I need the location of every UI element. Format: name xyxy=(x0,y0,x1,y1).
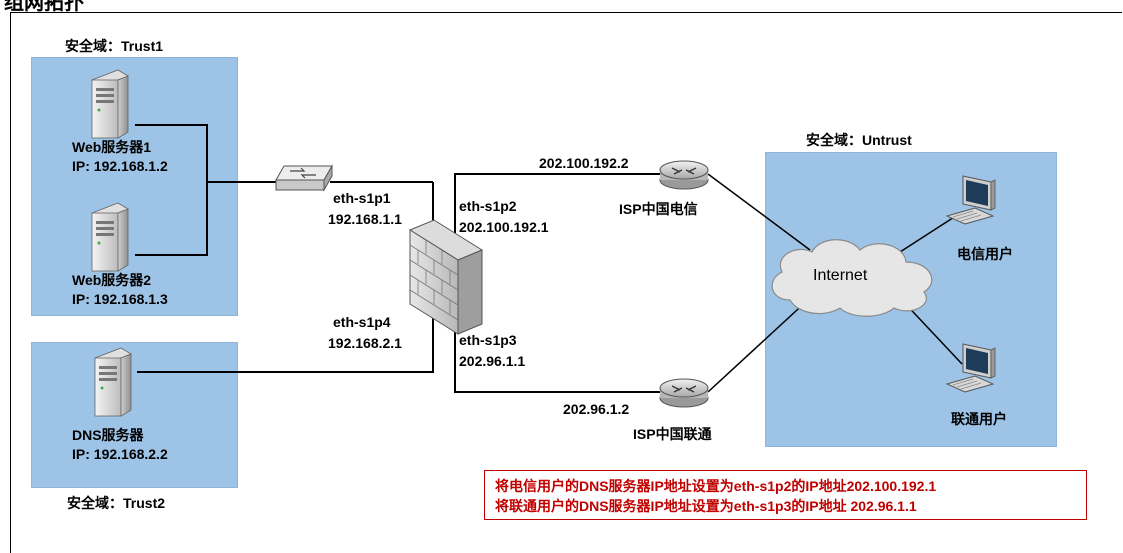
zone-trust2-label: 安全域：Trust2 xyxy=(67,495,166,511)
port-p4-name: eth-s1p4 xyxy=(333,314,391,330)
port-p2-name: eth-s1p2 xyxy=(459,198,517,214)
unicom-isp-name: ISP中国联通 xyxy=(633,426,712,442)
router-icon xyxy=(659,378,709,408)
note-line-telecom: 将电信用户的DNS服务器IP地址设置为eth-s1p2的IP地址202.100.… xyxy=(495,478,937,494)
server-icon xyxy=(94,347,132,417)
port-p3-ip: 202.96.1.1 xyxy=(459,353,526,369)
web-server-1-name: Web服务器1 xyxy=(72,139,152,155)
port-p2-ip: 202.100.192.1 xyxy=(459,219,549,235)
zone-trust2 xyxy=(31,342,238,488)
web-server-1-ip: IP: 192.168.1.2 xyxy=(72,158,168,174)
zone-untrust-label: 安全域：Untrust xyxy=(806,132,912,148)
link-web2-switch xyxy=(135,182,208,256)
link-telecom-internet xyxy=(707,173,811,251)
dns-server-ip: IP: 192.168.2.2 xyxy=(72,446,168,462)
router-icon xyxy=(659,160,709,190)
link-firewall-telecom xyxy=(454,173,662,248)
port-p3-name: eth-s1p3 xyxy=(459,332,517,348)
port-p1-ip: 192.168.1.1 xyxy=(328,211,402,227)
switch-icon xyxy=(275,164,333,192)
link-firewall-unicom xyxy=(454,310,662,393)
telecom-user-label: 电信用户 xyxy=(957,246,1013,262)
zone-trust1-label: 安全域：Trust1 xyxy=(65,38,164,54)
unicom-user-label: 联通用户 xyxy=(951,411,1007,427)
cloud-icon xyxy=(771,239,933,317)
unicom-router-ip: 202.96.1.2 xyxy=(563,401,630,417)
port-p4-ip: 192.168.2.1 xyxy=(328,335,402,351)
telecom-router-ip: 202.100.192.2 xyxy=(539,155,629,171)
link-web1-switch xyxy=(135,124,285,183)
page-header-fragment: 组网拓扑 xyxy=(4,0,84,14)
telecom-isp-name: ISP中国电信 xyxy=(619,201,698,217)
server-icon xyxy=(91,69,129,139)
dns-server-name: DNS服务器 xyxy=(72,427,144,443)
link-unicom-internet xyxy=(707,297,811,393)
note-line-unicom: 将联通用户的DNS服务器IP地址设置为eth-s1p3的IP地址 202.96.… xyxy=(495,498,917,514)
connection-lines xyxy=(135,124,963,393)
web-server-2-ip: IP: 192.168.1.3 xyxy=(72,291,168,307)
firewall-icon xyxy=(408,219,484,335)
server-icon xyxy=(91,202,129,272)
internet-label: Internet xyxy=(813,267,868,284)
web-server-2-name: Web服务器2 xyxy=(72,272,152,288)
pc-icon xyxy=(945,175,996,225)
diagram-frame xyxy=(10,12,1122,553)
pc-icon xyxy=(945,343,996,393)
dns-config-note: 将电信用户的DNS服务器IP地址设置为eth-s1p2的IP地址202.100.… xyxy=(484,470,1087,520)
zone-trust1 xyxy=(31,57,238,316)
port-p1-name: eth-s1p1 xyxy=(333,190,391,206)
link-dns-firewall xyxy=(137,312,434,373)
link-internet-telecom-user xyxy=(899,211,963,253)
